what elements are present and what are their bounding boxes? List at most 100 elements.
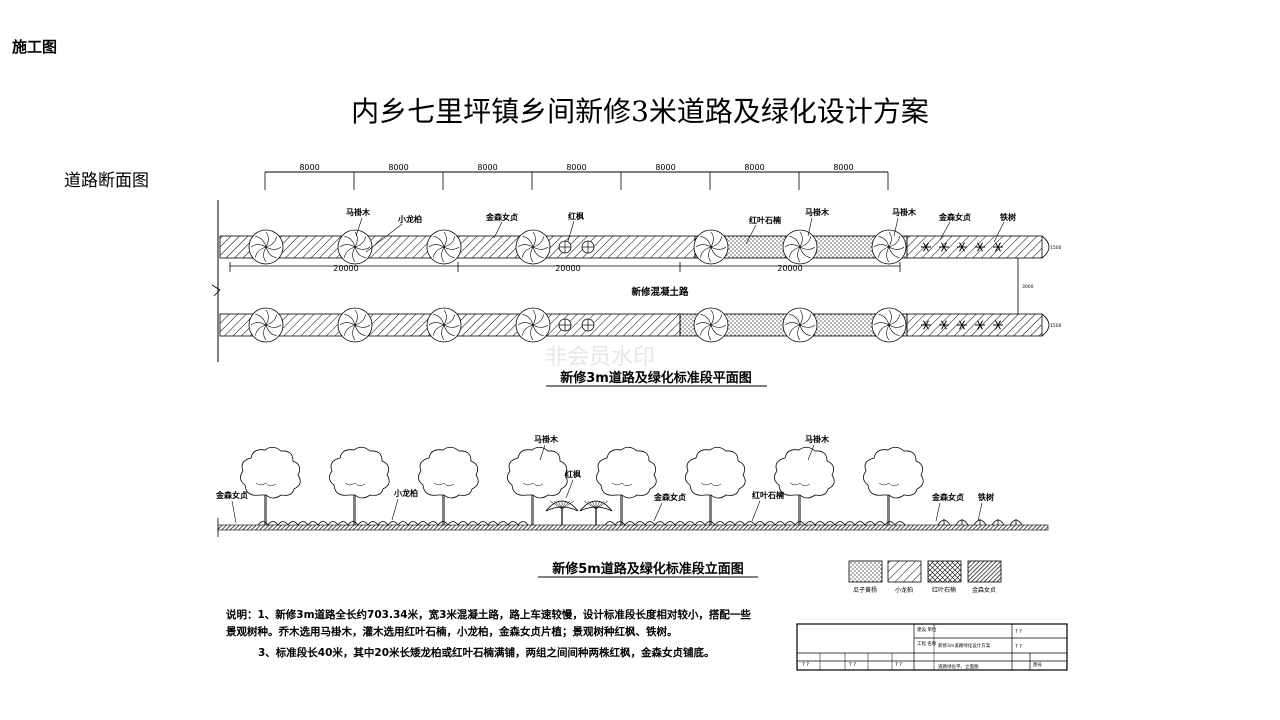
plan-label-mgm-1: 马褂木 — [346, 207, 371, 217]
plan-cycad-symbol — [957, 242, 967, 252]
elevation-tree — [329, 446, 390, 525]
plan-tree-symbol — [782, 229, 818, 265]
tb-sheet-name: 道路绿化平、立面图 — [938, 663, 979, 670]
elev-label-mgm-2: 马褂木 — [805, 434, 830, 444]
plan-cycad-symbol — [993, 320, 1003, 330]
tb-project-name: 新修3m道路绿化设计方案 — [938, 642, 991, 649]
tb-project-label: 工程 名称 — [917, 640, 937, 647]
plan-cycad-symbol — [921, 242, 931, 252]
elev-label-jsnz-1: 金森女贞 — [215, 490, 248, 500]
dim-label: 8000 — [655, 163, 675, 172]
plan-maple-symbol — [558, 240, 572, 254]
plan-tree-symbol — [871, 229, 907, 265]
elev-label-hyshn: 红叶石楠 — [752, 490, 784, 500]
plan-tree-symbol — [248, 307, 284, 343]
plan-label-xlb: 小龙柏 — [397, 214, 422, 224]
elevation-tree — [418, 446, 479, 525]
dim-label: 8000 — [388, 163, 408, 172]
legend-label-1: 瓜子黄杨 — [853, 586, 877, 594]
spacing-dimension: 8000 8000 8000 8000 8000 8000 8000 — [264, 163, 889, 190]
plan-cycad-symbol — [957, 320, 967, 330]
strip-width-label-top: 1500 — [1050, 245, 1062, 251]
plan-tree-symbol — [871, 307, 907, 343]
plan-label-mgm-2: 马褂木 — [805, 207, 830, 217]
plan-label-hf: 红枫 — [568, 211, 584, 221]
elevation-maple — [579, 500, 613, 525]
elevation-tree — [240, 446, 301, 525]
tb-placeholder-2: ? ? — [1015, 644, 1022, 650]
plan-plant-labels: 马褂木 小龙柏 金森女贞 红枫 红叶石楠 马褂木 马褂木 金森女贞 铁树 — [346, 207, 1016, 253]
notes-line-1b: 景观树种。乔木选用马褂木，灌木选用红叶石楠，小龙柏，金森女贞片植；景观树种红枫、… — [226, 626, 678, 638]
plan-label-hyshn: 红叶石楠 — [749, 215, 781, 225]
title-block: 建设 单位 工程 名称 新修3m道路绿化设计方案 道路绿化平、立面图 图号 ? … — [796, 623, 1068, 671]
elevation-cycad — [1009, 519, 1023, 526]
section-label: 道路断面图 — [64, 171, 149, 191]
elevation-tree — [685, 446, 746, 525]
road-label: 新修混凝土路 — [631, 286, 689, 298]
segment-label-1: 20000 — [333, 264, 358, 273]
plan-tree-symbol — [248, 229, 284, 265]
plan-tree-symbol — [426, 229, 462, 265]
plan-cycad-symbol — [939, 320, 949, 330]
plan-tree-symbol — [693, 307, 729, 343]
elevation-shrub-row — [604, 521, 906, 526]
notes-line-2: 3、标准段长40米，其中20米长矮龙柏或红叶石楠满铺，两组之间间种两株红枫，金森… — [258, 647, 715, 659]
elev-label-mgm-1: 马褂木 — [534, 434, 559, 444]
elevation-caption: 新修5m道路及绿化标准段立面图 — [552, 561, 744, 577]
plan-road: 20000 20000 20000 新修混凝土路 3000 1500 1500 — [229, 245, 1062, 329]
plan-label-mgm-3: 马褂木 — [892, 207, 917, 217]
tb-placeholder-5: ? ? — [895, 662, 902, 668]
segment-label-3: 20000 — [777, 264, 802, 273]
elevation-shrub-row — [257, 521, 529, 526]
tb-sheet-no-label: 图号 — [1033, 662, 1042, 668]
elevation-tree — [863, 446, 924, 525]
segment-label-2: 20000 — [555, 264, 580, 273]
tb-client-label: 建设 单位 — [917, 626, 937, 633]
legend-label-3: 红叶石楠 — [932, 586, 956, 594]
elev-label-jsnz-2: 金森女贞 — [653, 492, 686, 502]
dim-label: 8000 — [566, 163, 586, 172]
strip-width-label-bottom: 1500 — [1050, 323, 1062, 329]
plan-caption: 新修3m道路及绿化标准段平面图 — [560, 370, 752, 386]
plan-cycad-symbol — [975, 320, 985, 330]
watermark-text: 非会员水印 — [545, 345, 655, 370]
dim-label: 8000 — [477, 163, 497, 172]
elev-label-xlb: 小龙柏 — [393, 488, 418, 498]
legend-label-2: 小龙柏 — [895, 586, 913, 594]
legend: 瓜子黄杨 小龙柏 红叶石楠 金森女贞 — [848, 560, 1002, 594]
plan-tree-symbol — [515, 307, 551, 343]
plan-label-jsnz-2: 金森女贞 — [938, 212, 971, 222]
break-mark — [211, 284, 221, 297]
elevation-cycad — [973, 519, 987, 526]
plan-tree-symbol — [337, 229, 373, 265]
plan-tree-symbol — [426, 307, 462, 343]
road-width-label: 3000 — [1022, 284, 1034, 290]
plan-maple-symbol — [581, 240, 595, 254]
plan-label-ts: 铁树 — [1000, 212, 1016, 222]
drawing-stage-tag: 施工图 — [12, 38, 58, 56]
plan-cycad-symbol — [975, 242, 985, 252]
tb-placeholder-4: ? ? — [849, 662, 856, 668]
elevation-tree — [774, 446, 835, 525]
plan-tree-symbol — [782, 307, 818, 343]
plan-cycad-symbol — [939, 242, 949, 252]
tb-placeholder-3: ? ? — [802, 662, 809, 668]
plan-tree-symbol — [693, 229, 729, 265]
notes-line-1: 说明：1、新修3m道路全长约703.34米，宽3米混凝土路，路上车速较慢，设计标… — [226, 609, 751, 621]
elevation-cycad — [955, 519, 969, 526]
elevation-cycad — [991, 519, 1005, 526]
plan-cycad-symbol — [921, 320, 931, 330]
plan-maple-symbol — [581, 318, 595, 332]
dim-label: 8000 — [299, 163, 319, 172]
dim-label: 8000 — [833, 163, 853, 172]
elevation-view — [217, 446, 1049, 537]
dim-label: 8000 — [744, 163, 764, 172]
elevation-cycad — [937, 519, 951, 526]
plan-maple-symbol — [558, 318, 572, 332]
elevation-maple — [545, 500, 579, 525]
elev-label-jsnz-3: 金森女贞 — [931, 492, 964, 502]
plan-cycad-symbol — [993, 242, 1003, 252]
plan-tree-symbol — [337, 307, 373, 343]
elevation-tree — [596, 446, 657, 525]
